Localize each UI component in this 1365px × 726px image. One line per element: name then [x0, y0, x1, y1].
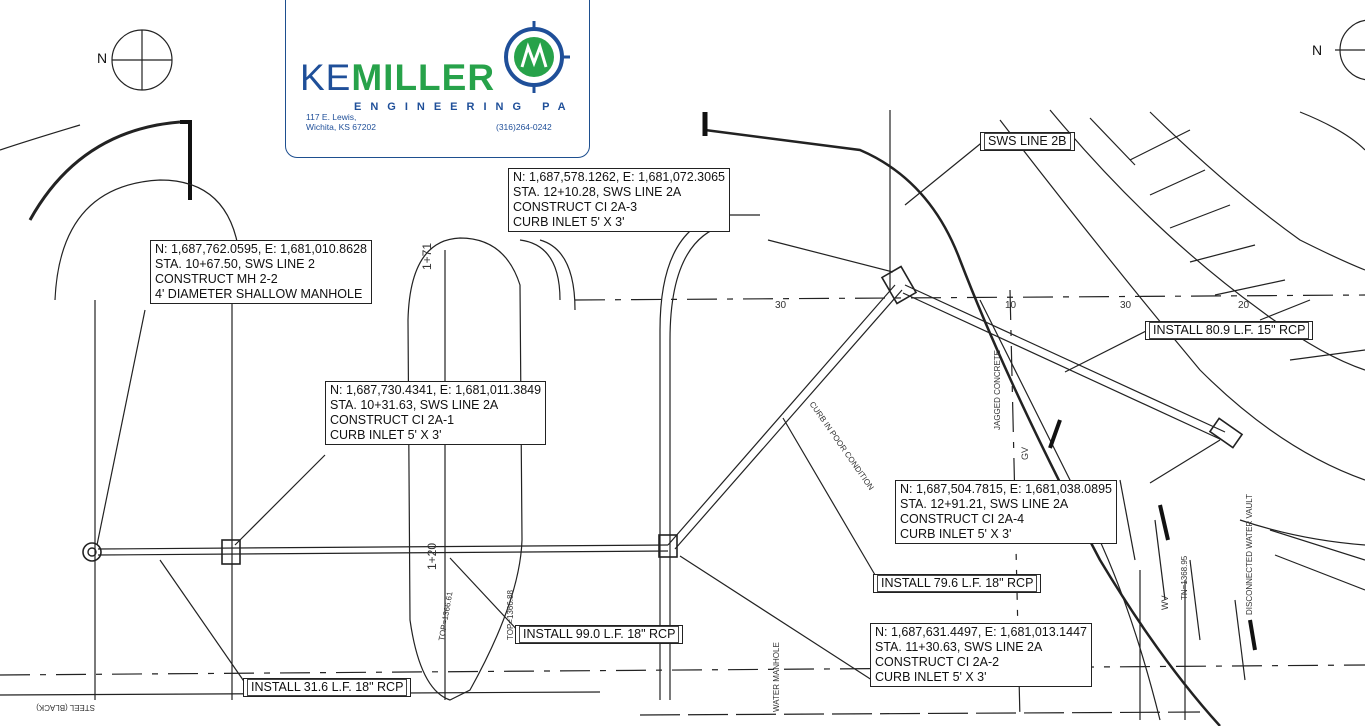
tag-pipe-31-6: INSTALL 31.6 L.F. 18" RCP [243, 678, 412, 697]
callout-mh-2-2: N: 1,687,762.0595, E: 1,681,010.8628 STA… [150, 240, 372, 304]
logo-phone: (316)264-0242 [496, 122, 552, 132]
callout-construct: CONSTRUCT CI 2A-3 [513, 200, 638, 214]
curb-inlet-2a-2-icon [658, 534, 678, 558]
logo-wordmark: KEMILLER [300, 57, 495, 99]
callout-ci-2a-1: N: 1,687,730.4341, E: 1,681,011.3849 STA… [325, 381, 547, 445]
curb-inlet-2a-1-icon [221, 539, 241, 565]
tn-elev-label: TN=1368.95 [1180, 555, 1189, 600]
callout-station: STA. 10+31.63, SWS LINE 2A [330, 398, 499, 412]
callout-desc: 4' DIAMETER SHALLOW MANHOLE [155, 287, 363, 301]
callout-station: STA. 12+91.21, SWS LINE 2A [900, 497, 1069, 511]
tag-sws-line-2b: SWS LINE 2B [980, 132, 1075, 151]
callout-desc: CURB INLET 5' X 3' [900, 527, 1012, 541]
callout-coords: N: 1,687,578.1262, E: 1,681,072.3065 [513, 170, 725, 184]
tag-pipe-99-0-text: INSTALL 99.0 L.F. 18" RCP [519, 626, 680, 643]
engineering-logo: KEMILLER ENGINEERING PA 117 E. Lewis, Wi… [285, 0, 590, 158]
tag-sws-line-2b-text: SWS LINE 2B [984, 133, 1071, 150]
logo-subtitle: ENGINEERING PA [354, 101, 575, 113]
tag-pipe-80-9: INSTALL 80.9 L.F. 15" RCP [1145, 321, 1314, 340]
logo-word-ke: KE [300, 57, 352, 98]
callout-desc: CURB INLET 5' X 3' [875, 670, 987, 684]
station-label-1-71: 1+71 [420, 242, 434, 270]
gv-label: GV [1020, 446, 1030, 460]
callout-construct: CONSTRUCT CI 2A-1 [330, 413, 455, 427]
callout-ci-2a-4: N: 1,687,504.7815, E: 1,681,038.0895 STA… [895, 480, 1117, 544]
logo-word-miller: MILLER [351, 57, 496, 98]
tag-pipe-79-6-text: INSTALL 79.6 L.F. 18" RCP [877, 575, 1038, 592]
callout-coords: N: 1,687,762.0595, E: 1,681,010.8628 [155, 242, 367, 256]
callout-station: STA. 10+67.50, SWS LINE 2 [155, 257, 315, 271]
logo-address-line1: 117 E. Lewis, [306, 112, 357, 122]
disconnected-water-vault-label: DISCONNECTED WATER VAULT [1245, 493, 1254, 615]
manhole-mh-2-2-icon [82, 542, 102, 562]
jagged-concrete-label: JAGGED CONCRETE [993, 349, 1002, 430]
tick-label-10a: 10 [1005, 300, 1017, 311]
callout-construct: CONSTRUCT CI 2A-2 [875, 655, 1000, 669]
tag-pipe-80-9-text: INSTALL 80.9 L.F. 15" RCP [1149, 322, 1310, 339]
north-label-right: N [1312, 42, 1323, 58]
north-label-left: N [97, 50, 108, 66]
callout-coords: N: 1,687,730.4341, E: 1,681,011.3849 [330, 383, 542, 397]
tag-pipe-99-0: INSTALL 99.0 L.F. 18" RCP [515, 625, 684, 644]
water-manhole-label: WATER MANHOLE [772, 642, 781, 712]
callout-coords: N: 1,687,504.7815, E: 1,681,038.0895 [900, 482, 1112, 496]
callout-construct: CONSTRUCT MH 2-2 [155, 272, 278, 286]
callout-construct: CONSTRUCT CI 2A-4 [900, 512, 1025, 526]
tick-label-30b: 30 [1120, 300, 1132, 311]
callout-coords: N: 1,687,631.4497, E: 1,681,013.1447 [875, 625, 1087, 639]
station-label-1-20: 1+20 [425, 542, 439, 570]
logo-emblem-icon [504, 21, 570, 93]
callout-station: STA. 12+10.28, SWS LINE 2A [513, 185, 682, 199]
callout-ci-2a-3: N: 1,687,578.1262, E: 1,681,072.3065 STA… [508, 168, 730, 232]
logo-address: 117 E. Lewis, Wichita, KS 67202 [306, 112, 376, 132]
callout-desc: CURB INLET 5' X 3' [513, 215, 625, 229]
callout-desc: CURB INLET 5' X 3' [330, 428, 442, 442]
callout-station: STA. 11+30.63, SWS LINE 2A [875, 640, 1043, 654]
tag-pipe-79-6: INSTALL 79.6 L.F. 18" RCP [873, 574, 1042, 593]
tag-pipe-31-6-text: INSTALL 31.6 L.F. 18" RCP [247, 679, 408, 696]
callout-ci-2a-2: N: 1,687,631.4497, E: 1,681,013.1447 STA… [870, 623, 1092, 687]
steel-black-label: STEEL (BLACK) [36, 703, 95, 712]
wv-label: WV [1160, 595, 1170, 611]
top-elev-label-2: TOP=1366.88 [506, 590, 515, 640]
tick-label-30a: 30 [775, 300, 787, 311]
curb-inlet-2a-4-icon [1208, 417, 1244, 449]
tick-label-20: 20 [1238, 300, 1250, 311]
logo-address-line2: Wichita, KS 67202 [306, 122, 376, 132]
